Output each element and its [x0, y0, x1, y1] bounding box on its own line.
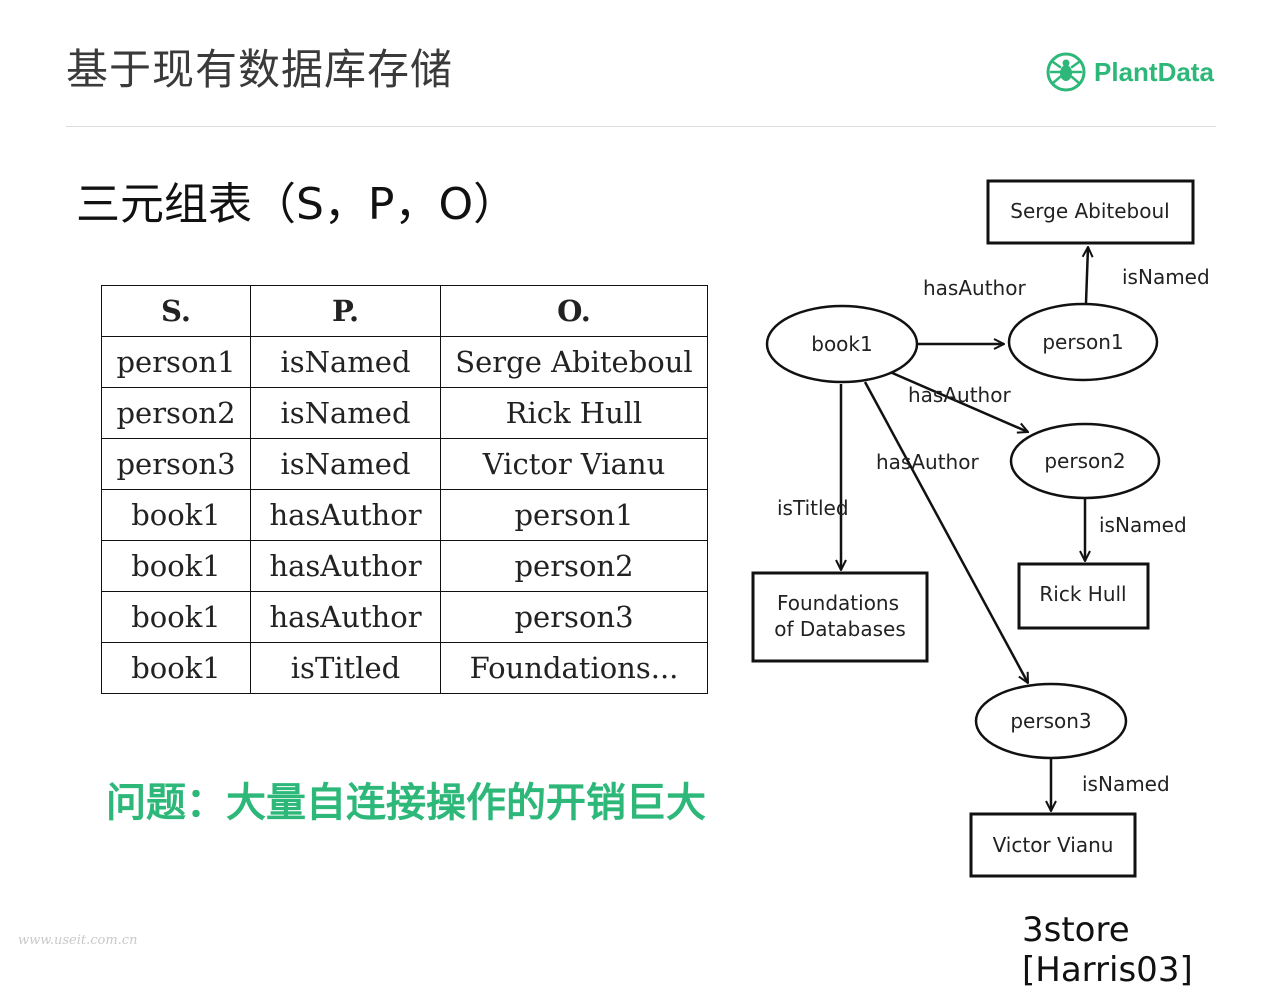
node-person1 [1007, 302, 1159, 382]
triple-table: S. P. O. person1 isNamed Serge Abiteboul… [101, 285, 708, 694]
node-person2-label: person2 [1044, 449, 1125, 473]
column-header-o: O. [440, 285, 708, 337]
brand-logo: PlantData [1046, 50, 1214, 94]
node-serge-abiteboul-label: Serge Abiteboul [1010, 199, 1169, 223]
subtitle: 三元组表（S，P，O） [76, 179, 518, 230]
node-person1-label: person1 [1042, 330, 1123, 354]
column-header-p: P. [250, 285, 441, 337]
table-cell: book1 [101, 489, 251, 541]
node-foundations-of-databases [751, 571, 929, 663]
node-foundations-label-line2: of Databases [774, 617, 905, 641]
table-cell: hasAuthor [250, 591, 441, 643]
slide-title: 基于现有数据库存储 [66, 45, 454, 94]
node-person2 [1009, 422, 1161, 500]
table-row: person1 isNamed Serge Abiteboul [101, 336, 708, 388]
edge-label-istitled: isTitled [777, 496, 849, 520]
edge-label-isnamed-1: isNamed [1122, 265, 1210, 289]
edge-label-isnamed-3: isNamed [1082, 772, 1170, 796]
node-person3 [974, 682, 1128, 760]
table-cell: Rick Hull [440, 387, 708, 439]
table-cell: person2 [440, 540, 708, 592]
edge-book1-person3 [863, 381, 1030, 683]
watermark: www.useit.com.cn [18, 933, 138, 948]
table-row: book1 hasAuthor person3 [101, 591, 708, 643]
table-cell: person3 [440, 591, 708, 643]
column-header-s: S. [101, 285, 251, 337]
table-cell: isTitled [250, 642, 441, 694]
table-row: person2 isNamed Rick Hull [101, 387, 708, 439]
table-cell: person1 [101, 336, 251, 388]
table-cell: book1 [101, 642, 251, 694]
table-cell: hasAuthor [250, 540, 441, 592]
node-person3-label: person3 [1010, 709, 1091, 733]
table-cell: Victor Vianu [440, 438, 708, 490]
table-cell: Serge Abiteboul [440, 336, 708, 388]
problem-statement: 问题：大量自连接操作的开销巨大 [106, 780, 706, 826]
table-cell: person2 [101, 387, 251, 439]
citation: 3store [Harris03] [1022, 910, 1193, 990]
table-cell: person1 [440, 489, 708, 541]
node-rick-hull [1017, 562, 1150, 630]
rdf-graph-diagram: book1 person1 person2 person3 Serge Abit… [751, 179, 1210, 878]
table-cell: Foundations... [440, 642, 708, 694]
plantdata-spider-logo-icon [1046, 52, 1086, 92]
node-book1 [765, 304, 919, 384]
edge-label-isnamed-2: isNamed [1099, 513, 1187, 537]
table-row: book1 isTitled Foundations... [101, 642, 708, 694]
edge-label-hasauthor-1: hasAuthor [923, 276, 1026, 300]
node-book1-label: book1 [811, 332, 872, 356]
node-serge-abiteboul [986, 179, 1195, 245]
table-cell: book1 [101, 591, 251, 643]
node-foundations-label-line1: Foundations [777, 591, 899, 615]
table-row: person3 isNamed Victor Vianu [101, 438, 708, 490]
node-victor-vianu [969, 812, 1137, 878]
table-header-row: S. P. O. [101, 285, 708, 337]
edge-label-hasauthor-3: hasAuthor [876, 450, 979, 474]
table-row: book1 hasAuthor person2 [101, 540, 708, 592]
table-cell: isNamed [250, 438, 441, 490]
node-victor-vianu-label: Victor Vianu [993, 833, 1114, 857]
table-row: book1 hasAuthor person1 [101, 489, 708, 541]
table-cell: isNamed [250, 387, 441, 439]
edge-book1-person2 [889, 370, 1028, 432]
edge-person1-serge [1086, 247, 1088, 304]
header-divider [66, 126, 1216, 127]
edge-label-hasauthor-2: hasAuthor [908, 383, 1011, 407]
table-cell: book1 [101, 540, 251, 592]
table-cell: person3 [101, 438, 251, 490]
logo-text: PlantData [1094, 56, 1214, 87]
table-cell: isNamed [250, 336, 441, 388]
node-rick-hull-label: Rick Hull [1039, 582, 1126, 606]
table-cell: hasAuthor [250, 489, 441, 541]
